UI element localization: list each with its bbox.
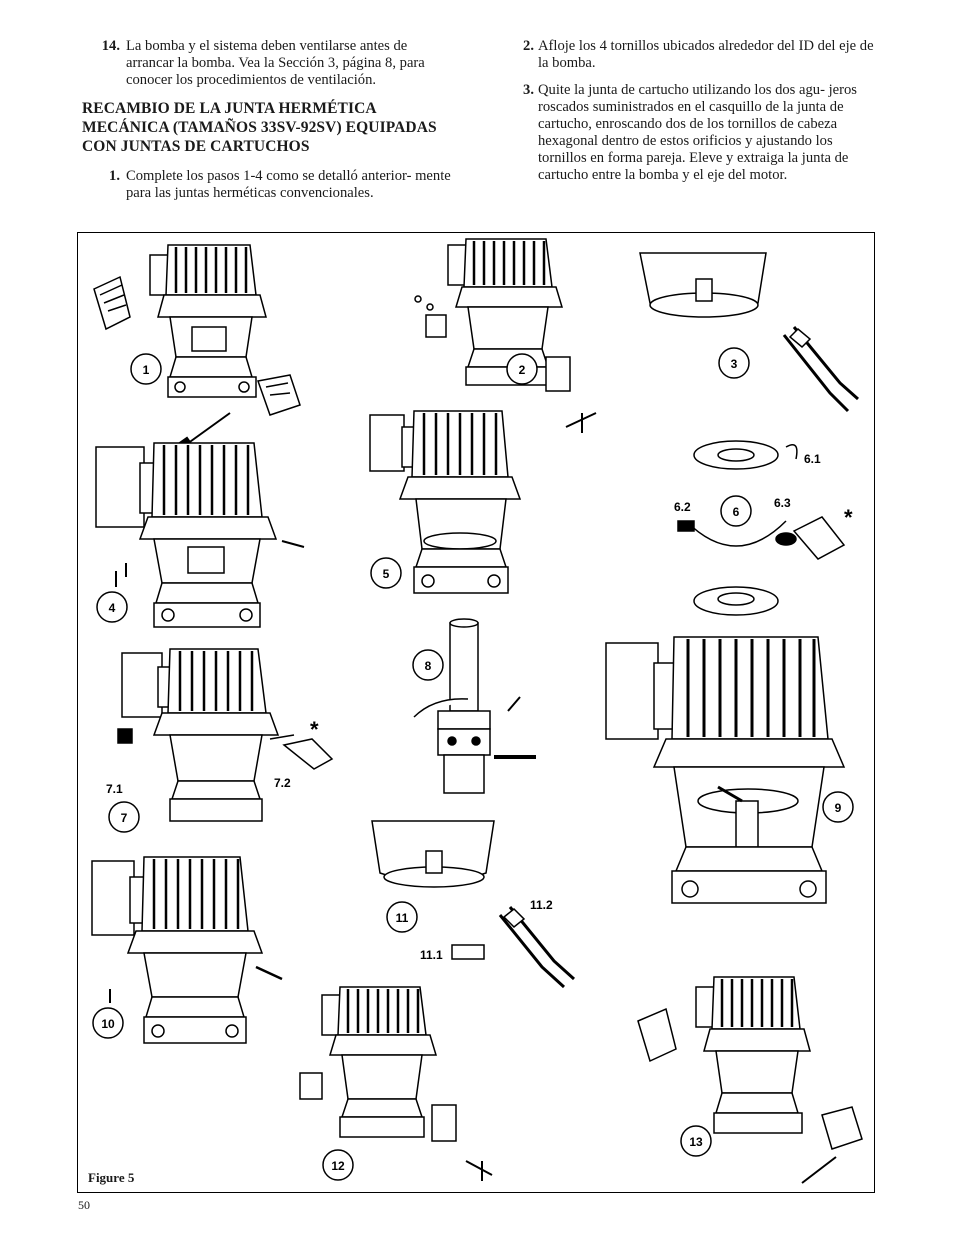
step-circle bbox=[322, 1149, 354, 1181]
step-circle bbox=[370, 557, 402, 589]
panel-11-pump-illustration: 11.2 11.1 11 bbox=[371, 820, 576, 989]
step-number-label: 8 bbox=[425, 659, 432, 673]
step-text: La bomba y el sistema deben ventilarse a… bbox=[126, 38, 425, 88]
sub-label-6-2: 6.2 bbox=[674, 500, 691, 514]
sub-label-6-3: 6.3 bbox=[774, 496, 791, 510]
figure-caption: Figure 5 bbox=[88, 1170, 135, 1185]
step-text: Complete los pasos 1-4 como se detalló a… bbox=[126, 168, 451, 201]
sub-label-7-2: 7.2 bbox=[274, 776, 291, 790]
step-number: 2. bbox=[523, 38, 534, 54]
step-number-label: 3 bbox=[731, 357, 738, 371]
panel-5-pump-illustration: 5 bbox=[369, 410, 522, 594]
step-3: 3. Quite la junta de cartucho utilizando… bbox=[518, 82, 878, 184]
panel-3-pump-illustration: 3 bbox=[639, 252, 859, 413]
step-number-label: 12 bbox=[331, 1159, 345, 1173]
panel-7-pump-illustration: 7.1 7.2 * 7 bbox=[106, 648, 334, 833]
sub-label-11-2: 11.2 bbox=[530, 898, 553, 912]
step-number-label: 6 bbox=[733, 505, 740, 519]
step-circle bbox=[822, 791, 854, 823]
step-number: 3. bbox=[523, 82, 534, 98]
left-column: 14. La bomba y el sistema deben ventilar… bbox=[82, 38, 454, 212]
panel-13-pump-illustration: 13 bbox=[637, 976, 863, 1184]
section-heading: Recambio de la junta hermética mecánica … bbox=[82, 100, 437, 155]
step-number-label: 9 bbox=[835, 801, 842, 815]
step-number: 1. bbox=[109, 168, 120, 184]
step-circle bbox=[506, 353, 538, 385]
step-text: Quite la junta de cartucho utilizando lo… bbox=[538, 82, 857, 183]
panel-8-shaft-illustration: 8 bbox=[412, 618, 536, 794]
panel-9-pump-illustration: 9 bbox=[605, 636, 854, 904]
step-circle bbox=[96, 591, 128, 623]
step-text: Afloje los 4 tornillos ubicados alrededo… bbox=[538, 38, 874, 71]
asterisk-mark: * bbox=[310, 717, 319, 742]
step-2: 2. Afloje los 4 tornillos ubicados alred… bbox=[518, 38, 878, 72]
panel-1-pump-illustration: 1 bbox=[93, 244, 301, 452]
panel-10-pump-illustration: 10 bbox=[91, 856, 283, 1044]
step-circle bbox=[720, 495, 752, 527]
step-number-label: 13 bbox=[689, 1135, 703, 1149]
page-number: 50 bbox=[78, 1198, 90, 1212]
step-circle bbox=[718, 347, 750, 379]
panel-4-pump-illustration: 4 bbox=[95, 442, 305, 628]
step-number-label: 5 bbox=[383, 567, 390, 581]
step-number-label: 2 bbox=[519, 363, 526, 377]
sub-label-7-1: 7.1 bbox=[106, 782, 123, 796]
step-circle bbox=[108, 801, 140, 833]
right-column: 2. Afloje los 4 tornillos ubicados alred… bbox=[518, 38, 878, 194]
step-1: 1. Complete los pasos 1-4 como se detall… bbox=[82, 168, 454, 202]
step-circle bbox=[412, 649, 444, 681]
panel-12-pump-illustration: 12 bbox=[299, 986, 493, 1181]
step-number-label: 11 bbox=[396, 911, 409, 925]
sub-label-11-1: 11.1 bbox=[420, 948, 443, 962]
step-14: 14. La bomba y el sistema deben ventilar… bbox=[82, 38, 454, 89]
panel-2-pump-illustration: 2 bbox=[414, 238, 597, 433]
figure-5: 1 2 3 bbox=[77, 232, 875, 1193]
step-circle bbox=[386, 901, 418, 933]
step-circle bbox=[680, 1125, 712, 1157]
sub-label-6-1: 6.1 bbox=[804, 452, 821, 466]
step-number-label: 10 bbox=[101, 1017, 115, 1031]
step-number-label: 1 bbox=[143, 363, 150, 377]
step-number-label: 7 bbox=[121, 811, 128, 825]
step-number: 14. bbox=[101, 38, 120, 54]
asterisk-mark: * bbox=[844, 505, 853, 530]
step-circle bbox=[130, 353, 162, 385]
step-number-label: 4 bbox=[109, 601, 116, 615]
step-circle bbox=[92, 1007, 124, 1039]
panel-6-seal-illustration: 6.1 6.2 6.3 * 6 bbox=[674, 440, 853, 616]
